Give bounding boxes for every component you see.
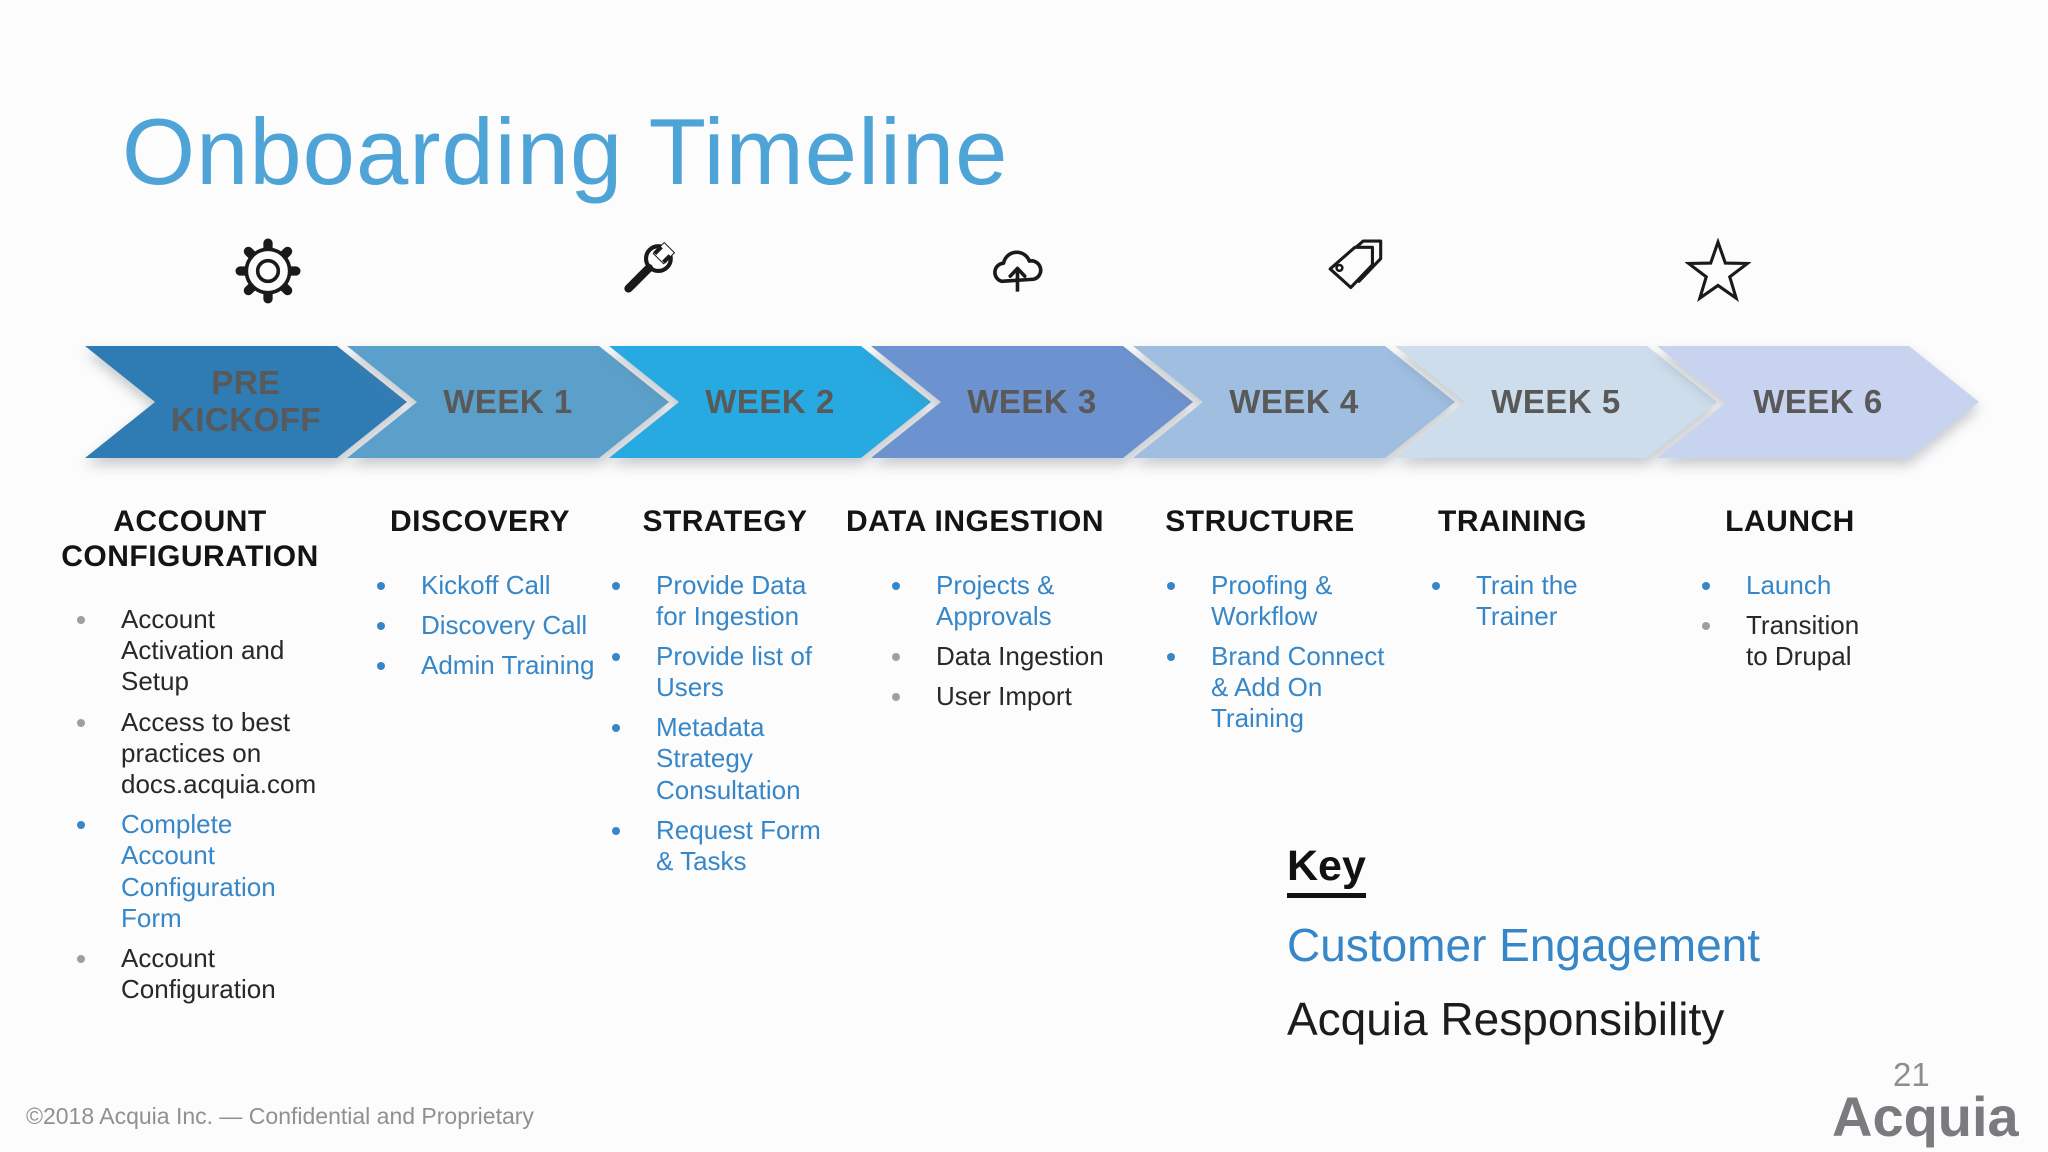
column-list: Provide Data for Ingestion Provide list …: [610, 570, 860, 878]
page-number: 21: [1893, 1056, 1930, 1093]
acquia-logo: Acquia: [1832, 1085, 2019, 1148]
column-header: STRUCTURE: [1165, 505, 1355, 538]
tags-icon: [1325, 238, 1391, 304]
key-legend: Key Customer Engagement Acquia Responsib…: [1287, 842, 1761, 1046]
column-list: Proofing & Workflow Brand Connect & Add …: [1165, 570, 1400, 735]
column-header: LAUNCH: [1725, 505, 1855, 538]
column-list: Account Activation and Setup Access to b…: [75, 604, 325, 1005]
column-list: Train the Trainer: [1430, 570, 1640, 632]
list-item: Kickoff Call: [375, 570, 605, 601]
key-entry-customer-engagement: Customer Engagement: [1287, 919, 1761, 972]
column-discovery: DISCOVERY Kickoff Call Discovery Call Ad…: [355, 505, 605, 690]
column-header: ACCOUNT CONFIGURATION: [61, 505, 319, 573]
timeline-step-label: WEEK 6: [1753, 382, 1883, 420]
timeline-step-week-4: WEEK 4: [1133, 346, 1455, 458]
column-header: STRATEGY: [642, 505, 808, 538]
timeline-step-week-1: WEEK 1: [347, 346, 669, 458]
gear-icon: [235, 238, 301, 304]
column-list: Projects & Approvals Data Ingestion User…: [890, 570, 1130, 713]
star-icon: [1685, 238, 1751, 304]
copyright-note: ©2018 Acquia Inc. — Confidential and Pro…: [26, 1103, 534, 1129]
timeline-step-label: WEEK 4: [1229, 382, 1359, 420]
list-item: Projects & Approvals: [890, 570, 1130, 632]
column-strategy: STRATEGY Provide Data for Ingestion Prov…: [590, 505, 860, 886]
column-account-configuration: ACCOUNT CONFIGURATION Account Activation…: [55, 505, 325, 1014]
column-data-ingestion: DATA INGESTION Projects & Approvals Data…: [820, 505, 1130, 721]
timeline-step-week-5: WEEK 5: [1395, 346, 1717, 458]
column-header: DISCOVERY: [389, 505, 571, 538]
list-item: Launch: [1700, 570, 1925, 601]
list-item: Account Activation and Setup: [75, 604, 325, 698]
timeline-step-label: WEEK 1: [443, 382, 573, 420]
column-list: Launch Transition to Drupal: [1700, 570, 1925, 673]
column-list: Kickoff Call Discovery Call Admin Traini…: [375, 570, 605, 682]
list-item: Provide list of Users: [610, 641, 860, 703]
list-item: Train the Trainer: [1430, 570, 1640, 632]
list-item: Brand Connect & Add On Training: [1165, 641, 1400, 735]
column-header: TRAINING: [1438, 505, 1587, 538]
column-launch: LAUNCH Launch Transition to Drupal: [1655, 505, 1925, 681]
list-item: Metadata Strategy Consultation: [610, 712, 860, 806]
list-item: Data Ingestion: [890, 641, 1130, 672]
timeline-step-label: WEEK 3: [967, 382, 1097, 420]
key-entry-acquia-responsibility: Acquia Responsibility: [1287, 993, 1725, 1046]
list-item: Account Configuration: [75, 943, 325, 1005]
column-structure: STRUCTURE Proofing & Workflow Brand Conn…: [1120, 505, 1400, 743]
timeline-step-label: WEEK 2: [705, 382, 835, 420]
timeline-step-week-3: WEEK 3: [871, 346, 1193, 458]
list-item: Transition to Drupal: [1700, 610, 1925, 672]
timeline-step-label: WEEK 5: [1491, 382, 1621, 420]
column-training: TRAINING Train the Trainer: [1385, 505, 1640, 641]
list-item: Request Form & Tasks: [610, 815, 860, 877]
list-item: Access to best practices on docs.acquia.…: [75, 707, 325, 801]
timeline-step-week-2: WEEK 2: [609, 346, 931, 458]
timeline-step-pre-kickoff: PRE KICKOFF: [85, 346, 407, 458]
list-item: Provide Data for Ingestion: [610, 570, 860, 632]
cloud-upload-icon: [985, 238, 1051, 304]
column-header: DATA INGESTION: [845, 505, 1105, 538]
list-item: User Import: [890, 681, 1130, 712]
wrench-icon: [613, 238, 679, 304]
timeline-step-week-6: WEEK 6: [1657, 346, 1979, 458]
page-title: Onboarding Timeline: [122, 99, 1009, 204]
list-item: Proofing & Workflow: [1165, 570, 1400, 632]
list-item: Admin Training: [375, 650, 605, 681]
list-item: Complete Account Configuration Form: [75, 809, 325, 934]
key-heading: Key: [1287, 842, 1366, 899]
list-item: Discovery Call: [375, 610, 605, 641]
timeline-step-label: PRE KICKOFF: [170, 364, 322, 438]
